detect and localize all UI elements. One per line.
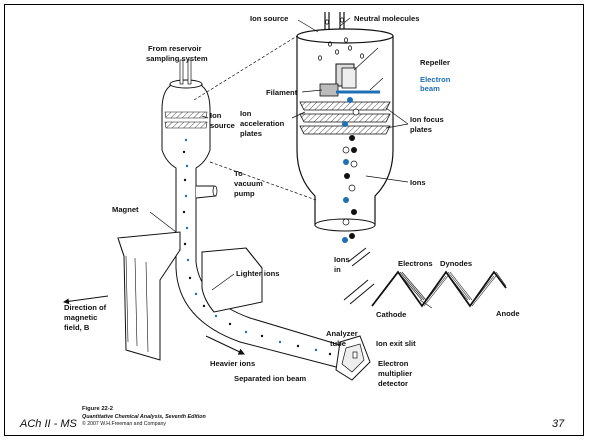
electron-multiplier-inset [344, 248, 506, 306]
label-to-vacuum-2: vacuum [234, 179, 263, 188]
label-to-vacuum-3: pump [234, 189, 255, 198]
caption-figure: Figure 22-2 [82, 406, 113, 412]
label-electron-beam-1: Electron [420, 75, 451, 84]
label-ion-accel-2: acceleration [240, 119, 285, 128]
label-em-detector-1: Electron [378, 359, 409, 368]
label-ions-in-2: in [334, 265, 341, 274]
label-dynodes: Dynodes [440, 259, 472, 268]
label-ion-focus-1: Ion focus [410, 115, 444, 124]
ion-source-enlarged [297, 12, 393, 243]
label-ions-in-1: Ions [334, 255, 350, 264]
label-electron-beam-2: beam [420, 84, 440, 93]
label-to-vacuum-1: To [234, 169, 243, 178]
label-analyzer-2: tube [330, 339, 346, 348]
footer-page-number: 37 [552, 418, 565, 430]
footer-course-label: ACh II - MS [19, 418, 78, 430]
label-ions: Ions [410, 178, 426, 187]
label-ion-source-left-1: Ion [210, 111, 222, 120]
label-direction-2: magnetic [64, 313, 97, 322]
label-ion-source-top: Ion source [250, 14, 288, 23]
label-analyzer-1: Analyzer [326, 329, 358, 338]
label-em-detector-3: detector [378, 379, 408, 388]
label-ion-exit-slit: Ion exit slit [376, 339, 416, 348]
label-filament: Filament [266, 88, 298, 97]
label-heavier-ions: Heavier ions [210, 359, 255, 368]
label-em-detector-2: multiplier [378, 369, 412, 378]
label-direction-1: Direction of [64, 303, 107, 312]
heavier-ions-arrow [206, 336, 244, 354]
label-lighter-ions: Lighter ions [236, 269, 279, 278]
label-from-reservoir-2: sampling system [146, 54, 208, 63]
label-cathode: Cathode [376, 310, 406, 319]
label-neutral-molecules: Neutral molecules [354, 14, 419, 23]
figure-caption: Figure 22-2 Quantitative Chemical Analys… [82, 406, 207, 427]
label-separated-ion-beam: Separated ion beam [234, 374, 306, 383]
caption-copyright: © 2007 W.H.Freeman and Company [82, 420, 166, 427]
label-ion-accel-1: Ion [240, 109, 252, 118]
label-magnet: Magnet [112, 205, 139, 214]
ion-source-small [162, 60, 210, 180]
label-ion-focus-2: plates [410, 125, 432, 134]
label-from-reservoir-1: From reservoir [148, 44, 202, 53]
label-electrons: Electrons [398, 259, 433, 268]
label-ion-accel-3: plates [240, 129, 262, 138]
label-direction-3: field, B [64, 323, 90, 332]
label-anode: Anode [496, 309, 520, 318]
label-ion-source-left-2: source [210, 121, 235, 130]
caption-book: Quantitative Chemical Analysis, Seventh … [82, 414, 207, 420]
label-repeller: Repeller [420, 58, 450, 67]
magnetic-field-arrow [64, 296, 108, 302]
tube-ions [183, 139, 331, 355]
magnet [118, 232, 262, 360]
